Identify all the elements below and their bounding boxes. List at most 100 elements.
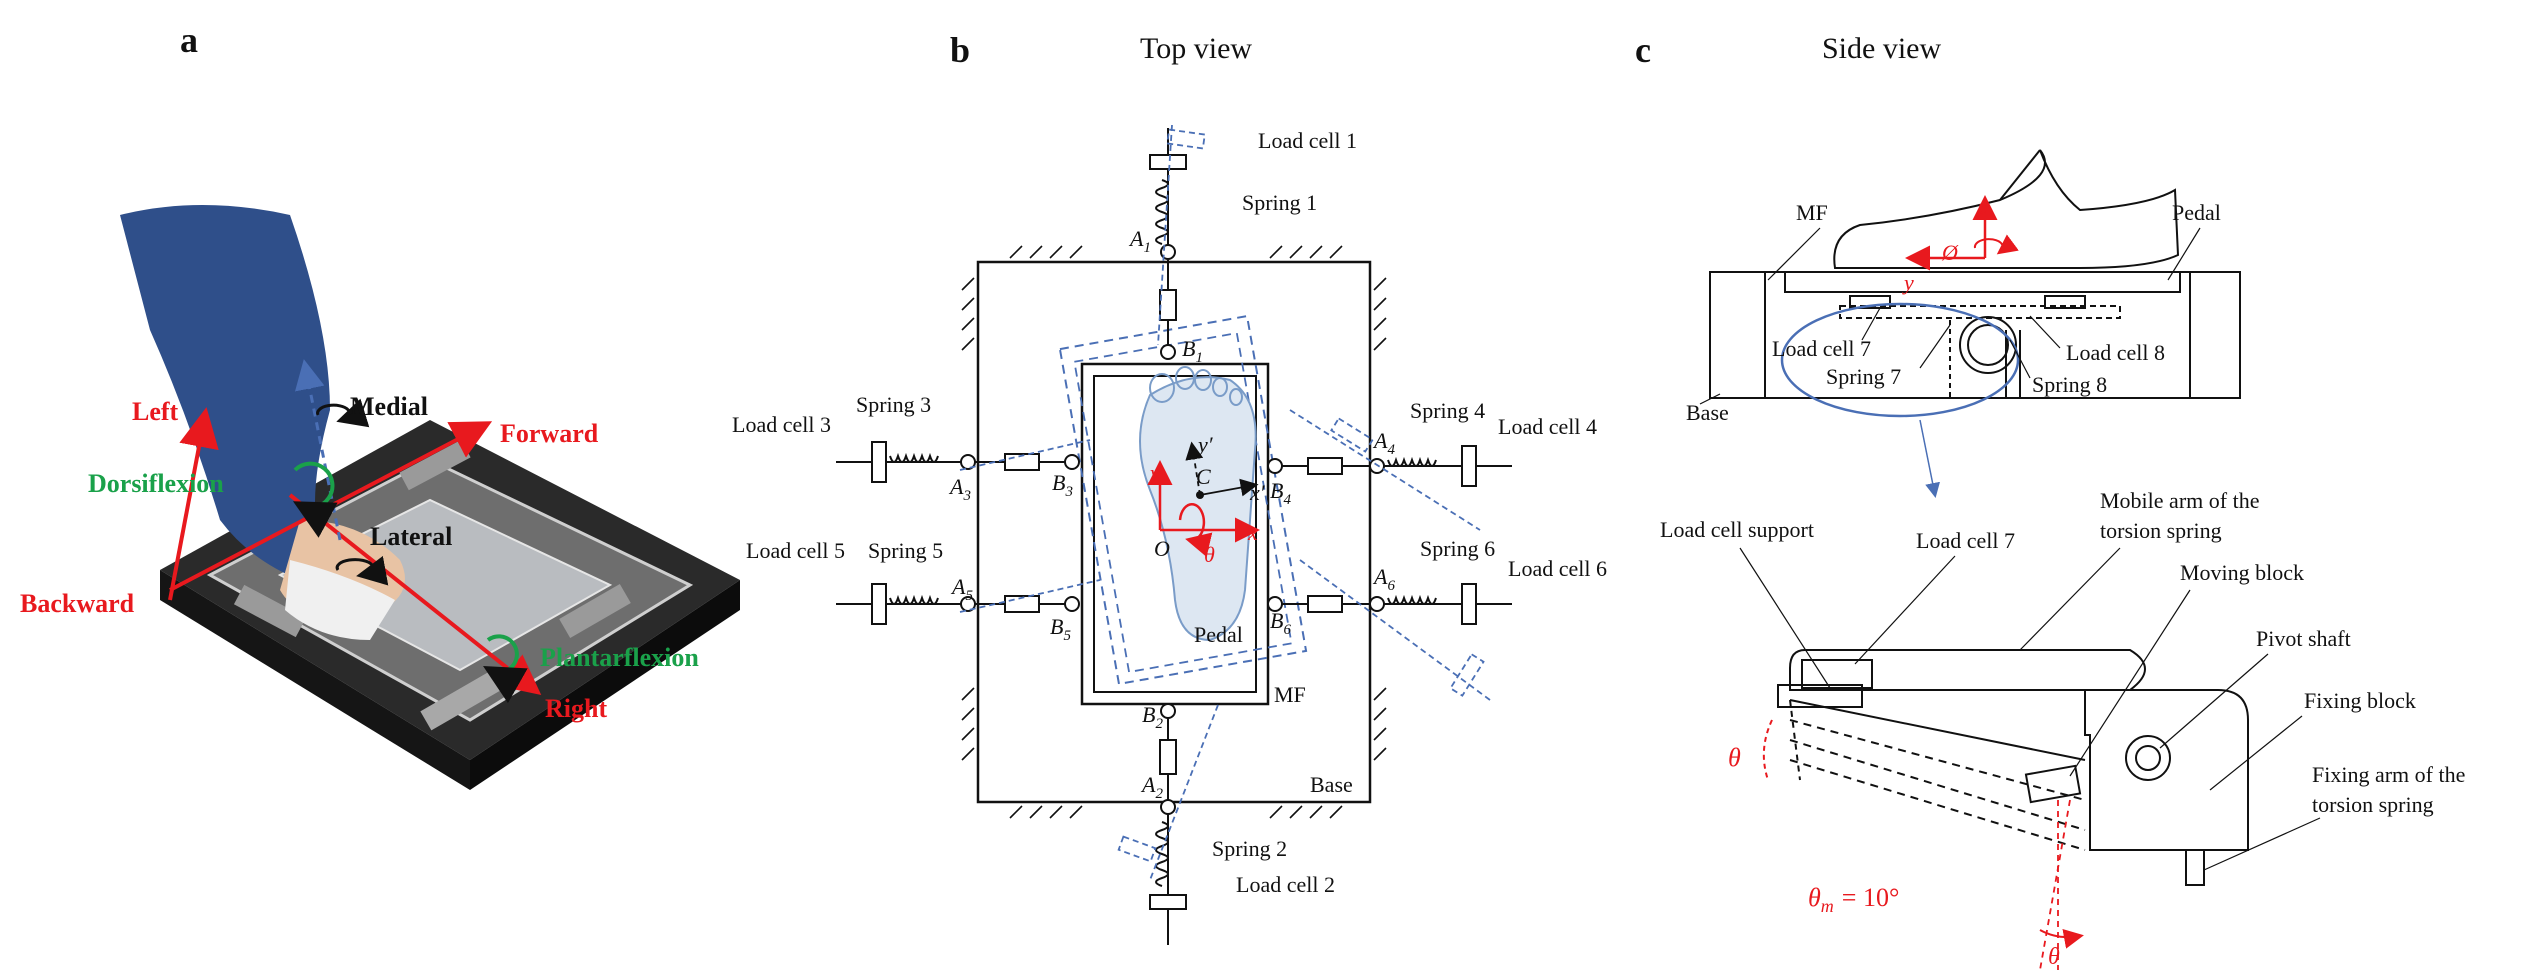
label-load-cell-1: Load cell 1	[1258, 128, 1357, 153]
axis-left-backward	[168, 407, 219, 601]
label-load-cell-support: Load cell support	[1660, 517, 1814, 542]
label-backward: Backward	[20, 589, 135, 618]
label-fixing-arm-2: torsion spring	[2312, 792, 2434, 817]
rotation-plantarflexion-icon	[483, 634, 528, 704]
label-left: Left	[132, 397, 179, 426]
label-x-prime: x′	[1249, 480, 1266, 505]
label-side-mf: MF	[1796, 200, 1828, 225]
rotation-lateral-icon	[335, 555, 389, 586]
point-a2: A2	[1140, 772, 1163, 802]
side-foot-outline	[1833, 149, 2180, 269]
label-load-cell-7-detail: Load cell 7	[1916, 528, 2015, 553]
label-side-z: z	[1977, 194, 1987, 219]
device-mechanism-2	[559, 583, 631, 639]
chain-bottom	[1149, 703, 1187, 945]
theta-ref-line-2	[2039, 799, 2071, 970]
label-mobile-arm-1: Mobile arm of the	[2100, 488, 2259, 513]
fixing-arm	[2185, 849, 2205, 886]
point-b6: B6	[1270, 608, 1291, 638]
point-b1: B1	[1182, 336, 1203, 366]
theta-bottom-arc	[2039, 929, 2084, 949]
label-load-cell-6: Load cell 6	[1508, 556, 1607, 581]
moving-block	[2024, 764, 2082, 804]
label-y-prime: y′	[1196, 432, 1214, 457]
mf-frame	[1080, 362, 1270, 706]
label-theta-m: θm= 10°	[1808, 883, 1899, 916]
label-side-pedal: Pedal	[2172, 200, 2221, 225]
panel-a-letter: a	[180, 20, 198, 60]
mf-rotated-outline	[1058, 314, 1308, 686]
point-a3: A3	[948, 474, 971, 504]
device-box-front	[160, 570, 470, 790]
pedal-rotated-outline	[1073, 332, 1293, 674]
theta-left-arc	[1762, 719, 1773, 781]
point-c: C	[1196, 464, 1211, 489]
point-a6: A6	[1372, 564, 1395, 594]
label-spring-6: Spring 6	[1420, 536, 1495, 561]
label-mobile-arm-2: torsion spring	[2100, 518, 2222, 543]
chain-left-3	[836, 441, 1080, 483]
foot-sock	[285, 560, 395, 640]
panel-c-detail-leaders	[1739, 547, 2321, 871]
device-box-side	[470, 580, 740, 790]
point-a4: A4	[1372, 428, 1395, 458]
label-pedal: Pedal	[1194, 622, 1243, 647]
point-a5: A5	[950, 574, 973, 604]
label-load-cell-2: Load cell 2	[1236, 872, 1335, 897]
label-plantarflexion: Plantarflexion	[540, 643, 699, 672]
label-spring-5: Spring 5	[868, 538, 943, 563]
label-side-phi: Ø	[1941, 240, 1959, 265]
pivot-shaft	[2125, 735, 2171, 781]
side-torsion-spring	[1959, 316, 2017, 374]
panel-c-upper-leaders	[1699, 227, 2201, 405]
point-c-dot	[1196, 491, 1204, 499]
label-moving-block: Moving block	[2180, 560, 2304, 585]
label-load-cell-4: Load cell 4	[1498, 414, 1597, 439]
label-right: Right	[545, 694, 607, 723]
leg-sleeve	[120, 205, 330, 580]
theta-rotation-icon	[1178, 503, 1213, 557]
label-lateral: Lateral	[370, 522, 452, 551]
panel-b-letter: b	[950, 30, 970, 70]
axis-x-prime	[1199, 478, 1259, 497]
label-side-y: y	[1902, 270, 1914, 295]
chain-top-rotated	[1157, 124, 1206, 346]
panel-b-point-labels: A1 B1 B2 A2 A3 B3 A5 B5 A4 B4 A6 B6 C O …	[948, 226, 1395, 802]
label-load-cell-5: Load cell 5	[746, 538, 845, 563]
chain-left-rotated	[959, 439, 1101, 613]
toe-outlines	[1149, 366, 1243, 406]
label-detail-theta: θ	[1728, 743, 1741, 772]
point-b2: B2	[1142, 702, 1163, 732]
panel-b-title: Top view	[1140, 32, 1252, 65]
panel-b: b Top view	[732, 30, 1607, 945]
label-detail-theta-bottom: θ	[2048, 944, 2060, 970]
point-b3: B3	[1052, 470, 1073, 500]
point-a1: A1	[1128, 226, 1151, 256]
chain-left-5	[836, 583, 1080, 625]
label-x: x	[1247, 520, 1258, 545]
point-b5: B5	[1050, 614, 1071, 644]
label-spring-2: Spring 2	[1212, 836, 1287, 861]
side-phi-rotation-icon	[1973, 234, 2019, 255]
panel-c-detail-labels: Load cell support Load cell 7 Mobile arm…	[1660, 488, 2465, 970]
label-theta: θ	[1204, 542, 1215, 567]
label-pivot-shaft: Pivot shaft	[2256, 626, 2351, 651]
rotation-dorsiflexion-icon	[292, 461, 338, 538]
panel-c-upper-labels: MF Pedal Base Load cell 7 Spring 7 Load …	[1686, 194, 2221, 425]
device-mechanism-1	[233, 584, 307, 638]
panel-a: a Left Medial Forward	[20, 20, 740, 790]
panel-b-labels: Load cell 1 Spring 1 Spring 2 Load cell …	[732, 128, 1607, 897]
label-mf: MF	[1274, 682, 1306, 707]
label-load-cell-8: Load cell 8	[2066, 340, 2165, 365]
label-base: Base	[1310, 772, 1353, 797]
side-pedal	[1784, 271, 2181, 293]
label-spring-7: Spring 7	[1826, 364, 1901, 389]
label-spring-1: Spring 1	[1242, 190, 1317, 215]
panel-c-letter: c	[1635, 30, 1651, 70]
label-spring-8: Spring 8	[2032, 372, 2107, 397]
side-leg-line	[1999, 149, 2041, 201]
label-side-base: Base	[1686, 400, 1729, 425]
point-b4: B4	[1270, 478, 1291, 508]
label-spring-3: Spring 3	[856, 392, 931, 417]
